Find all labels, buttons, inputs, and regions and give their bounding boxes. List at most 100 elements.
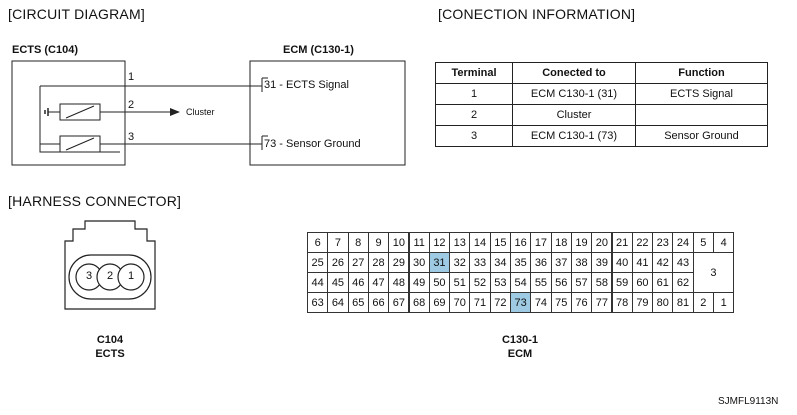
- table-header-function: Function: [635, 62, 768, 84]
- c130-pin-cell: 19: [570, 232, 593, 253]
- c130-pin-cell: 21: [611, 232, 633, 253]
- c130-pin-cell: 30: [408, 252, 430, 273]
- c130-pin-cell: 35: [510, 252, 532, 273]
- table-row: 1 ECM C130-1 (31) ECTS Signal: [435, 83, 768, 105]
- circuit-diagram: [11, 60, 406, 166]
- table-cell: 3: [435, 125, 513, 147]
- circuit-diagram-heading: [CIRCUIT DIAGRAM]: [8, 6, 145, 22]
- c130-pin-cell: 5: [692, 232, 714, 253]
- c130-pin-cell: 49: [408, 272, 430, 293]
- table-row: 3 ECM C130-1 (73) Sensor Ground: [435, 125, 768, 147]
- ects-box: [11, 60, 126, 166]
- c130-pin-cell: 68: [408, 292, 430, 313]
- c130-pin-cell: 54: [510, 272, 532, 293]
- ecm-box: [249, 60, 406, 166]
- table-cell: ECTS Signal: [635, 83, 768, 105]
- c130-pin-cell: 16: [510, 232, 532, 253]
- c130-pin-cell: 14: [469, 232, 491, 253]
- c104-pin-3: 3: [85, 270, 93, 282]
- c130-pin-cell: 47: [367, 272, 390, 293]
- c130-pin-cell: 43: [672, 252, 694, 273]
- c104-pin-1: 1: [127, 270, 135, 282]
- c130-pin-cell: 29: [388, 252, 410, 273]
- c130-pin-cell: 15: [489, 232, 511, 253]
- table-header-connected-to: Conected to: [512, 62, 636, 84]
- ects-pin-3: 3: [128, 131, 135, 143]
- connection-information-heading: [CONECTION INFORMATION]: [438, 6, 636, 22]
- c130-pin-cell: 65: [347, 292, 369, 313]
- c130-pin-cell: 31: [428, 252, 451, 273]
- c130-pin-cell: 41: [631, 252, 654, 273]
- c130-pin-cell: 74: [530, 292, 552, 313]
- c130-pin-cell: 11: [408, 232, 430, 253]
- c130-pin-cell: 55: [530, 272, 552, 293]
- table-cell: 2: [435, 104, 513, 126]
- c130-pin-cell: 56: [550, 272, 572, 293]
- thermistor-cluster-icon: [59, 103, 125, 121]
- c130-pin-cell: 51: [449, 272, 471, 293]
- c130-pin-cell: 52: [469, 272, 491, 293]
- c130-pin-cell: 20: [591, 232, 613, 253]
- c130-pin-cell: 48: [388, 272, 410, 293]
- c130-pin-cell: 59: [611, 272, 633, 293]
- table-cell: ECM C130-1 (31): [512, 83, 636, 105]
- c130-pin-cell: 22: [631, 232, 654, 253]
- table-cell: [635, 104, 768, 126]
- c130-pin-cell: 42: [652, 252, 674, 273]
- ects-pin-2: 2: [128, 99, 135, 111]
- c130-pin-cell: 2: [692, 292, 714, 313]
- c130-pin-cell: 76: [570, 292, 593, 313]
- figure-code: SJMFL9113N: [718, 396, 779, 407]
- c130-pin-cell: 39: [591, 252, 613, 273]
- c130-pin-cell: 34: [489, 252, 511, 273]
- c130-pin-cell: 28: [367, 252, 390, 273]
- c130-pin-cell: 9: [367, 232, 390, 253]
- c130-pin-cell: 53: [489, 272, 511, 293]
- table-header-row: Terminal Conected to Function: [435, 62, 768, 84]
- ecm-label: ECM (C130-1): [283, 44, 354, 56]
- c130-pin-cell: 58: [591, 272, 613, 293]
- ground-icon: [44, 108, 60, 116]
- c130-pin-cell: 33: [469, 252, 491, 273]
- connection-table: Terminal Conected to Function 1 ECM C130…: [435, 62, 768, 147]
- c130-pin-cell: 45: [327, 272, 349, 293]
- c130-pin-cell: 73: [510, 292, 532, 313]
- c104-pin-1-socket: [117, 263, 145, 291]
- c130-pin-cell: 50: [428, 272, 451, 293]
- c130-pin-cell: 80: [652, 292, 674, 313]
- c130-pin-cell: 62: [672, 272, 694, 293]
- c130-pin-cell: 63: [307, 292, 329, 313]
- c130-pin-cell: 40: [611, 252, 633, 273]
- c130-pin-cell: 75: [550, 292, 572, 313]
- c130-pin-cell: 37: [550, 252, 572, 273]
- c130-pin-cell: 72: [489, 292, 511, 313]
- table-cell: 1: [435, 83, 513, 105]
- c130-pin-cell: 44: [307, 272, 329, 293]
- table-header-terminal: Terminal: [435, 62, 513, 84]
- c130-pin-cell: 12: [428, 232, 451, 253]
- c130-pin-cell: 23: [652, 232, 674, 253]
- c130-pin-cell: 8: [347, 232, 369, 253]
- c104-caption-code: C104: [96, 334, 124, 346]
- c130-pin-cell: 66: [367, 292, 390, 313]
- table-row: 2 Cluster: [435, 104, 768, 126]
- c130-pin-cell: 67: [388, 292, 410, 313]
- table-cell: Sensor Ground: [635, 125, 768, 147]
- arrow-right-icon: [170, 108, 180, 116]
- c130-caption-code: C130-1: [501, 334, 539, 346]
- c130-pin-cell: 81: [672, 292, 694, 313]
- table-cell: ECM C130-1 (73): [512, 125, 636, 147]
- c130-pin-cell: 32: [449, 252, 471, 273]
- c130-pin-cell: 70: [449, 292, 471, 313]
- c130-pin-cell: 13: [449, 232, 471, 253]
- ects-label: ECTS (C104): [12, 44, 79, 56]
- c130-pin-cell: 6: [307, 232, 329, 253]
- c130-pin-cell: 46: [347, 272, 369, 293]
- c130-pin-cell: 25: [307, 252, 329, 273]
- cluster-label: Cluster: [186, 107, 215, 117]
- ecm-pin31-label: 31 - ECTS Signal: [264, 79, 349, 91]
- c130-pin-cell: 71: [469, 292, 491, 313]
- c130-pin-cell: 79: [631, 292, 654, 313]
- c130-pin-cell: 69: [428, 292, 451, 313]
